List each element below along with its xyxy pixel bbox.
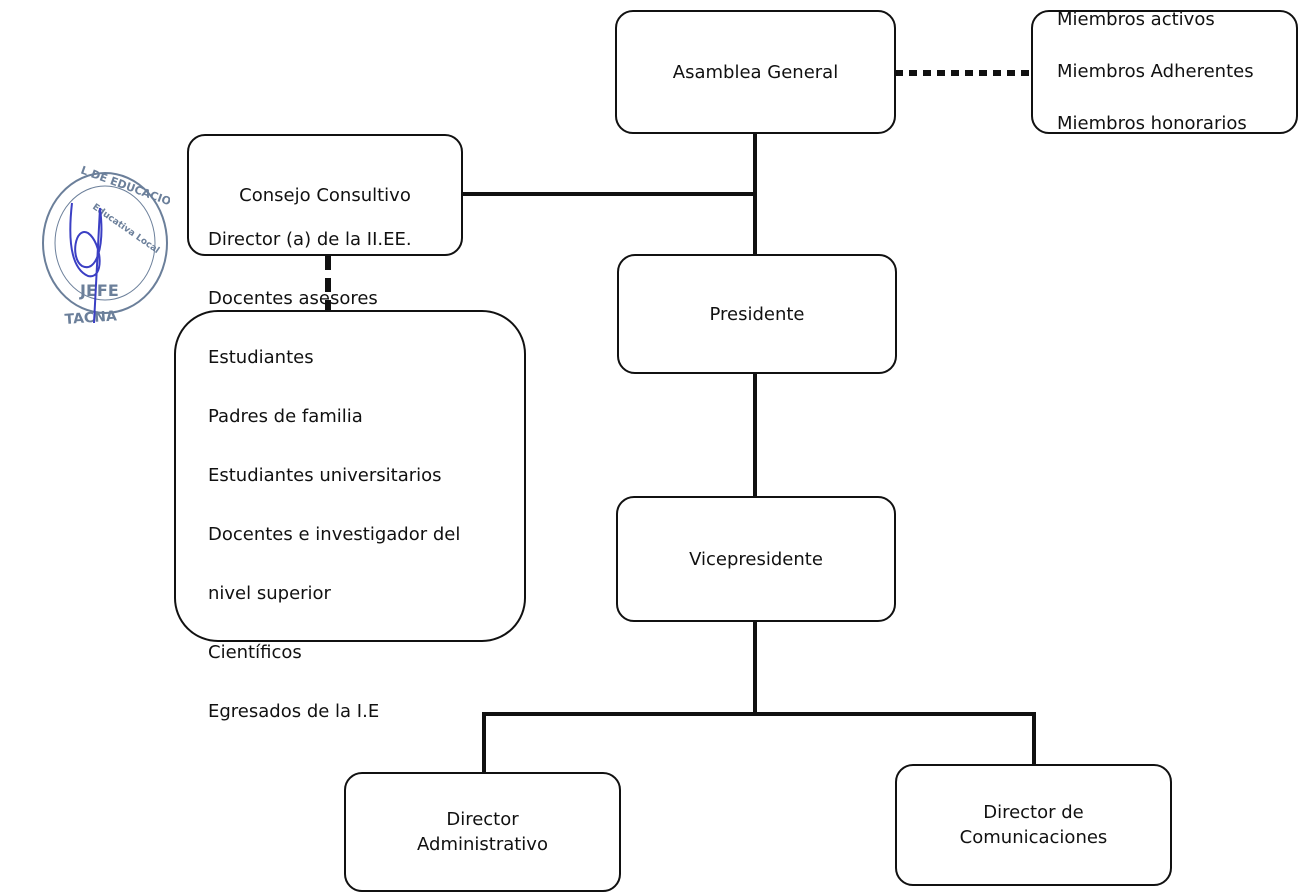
director-administrativo-label: Director Administrativo xyxy=(417,809,548,855)
vicepresidente-label: Vicepresidente xyxy=(689,548,823,570)
director-comunicaciones-box: Director de Comunicaciones xyxy=(895,764,1172,886)
consejo-miembro-item: Docentes e investigador del xyxy=(208,524,461,546)
consejo-miembro-item: Científicos xyxy=(208,642,302,664)
vicepresidente-box: Vicepresidente xyxy=(616,496,896,622)
miembros-item: Miembros Adherentes xyxy=(1057,61,1254,82)
consejo-consultivo-box: Consejo Consultivo xyxy=(187,134,463,256)
consejo-miembros-box: Director (a) de la II.EE. Docentes aseso… xyxy=(174,229,526,722)
svg-text:JEFE: JEFE xyxy=(79,281,119,300)
miembros-item: Miembros activos xyxy=(1057,9,1215,30)
consejo-miembro-item: Egresados de la I.E xyxy=(208,701,380,723)
svg-text:TACNA: TACNA xyxy=(64,308,117,328)
presidente-label: Presidente xyxy=(709,303,805,325)
consejo-miembro-item: Estudiantes xyxy=(208,347,314,369)
asamblea-general-box: Asamblea General xyxy=(615,10,896,134)
consejo-miembro-item: Padres de familia xyxy=(208,406,363,428)
official-seal-stamp: L DE EDUCACION Educativa Local JEFE TACN… xyxy=(42,164,170,328)
consejo-miembro-item: Docentes asesores xyxy=(208,288,378,310)
director-administrativo-box: Director Administrativo xyxy=(344,772,621,892)
consejo-consultivo-label: Consejo Consultivo xyxy=(239,184,411,206)
consejo-miembro-item: Estudiantes universitarios xyxy=(208,465,442,487)
miembros-box: Miembros activos Miembros Adherentes Mie… xyxy=(1031,9,1298,134)
consejo-miembro-item: Director (a) de la II.EE. xyxy=(208,229,412,251)
director-comunicaciones-label: Director de Comunicaciones xyxy=(959,802,1108,848)
presidente-box: Presidente xyxy=(617,254,897,374)
consejo-miembro-item: nivel superior xyxy=(208,583,331,605)
miembros-item: Miembros honorarios xyxy=(1057,113,1247,134)
asamblea-general-label: Asamblea General xyxy=(672,61,839,83)
